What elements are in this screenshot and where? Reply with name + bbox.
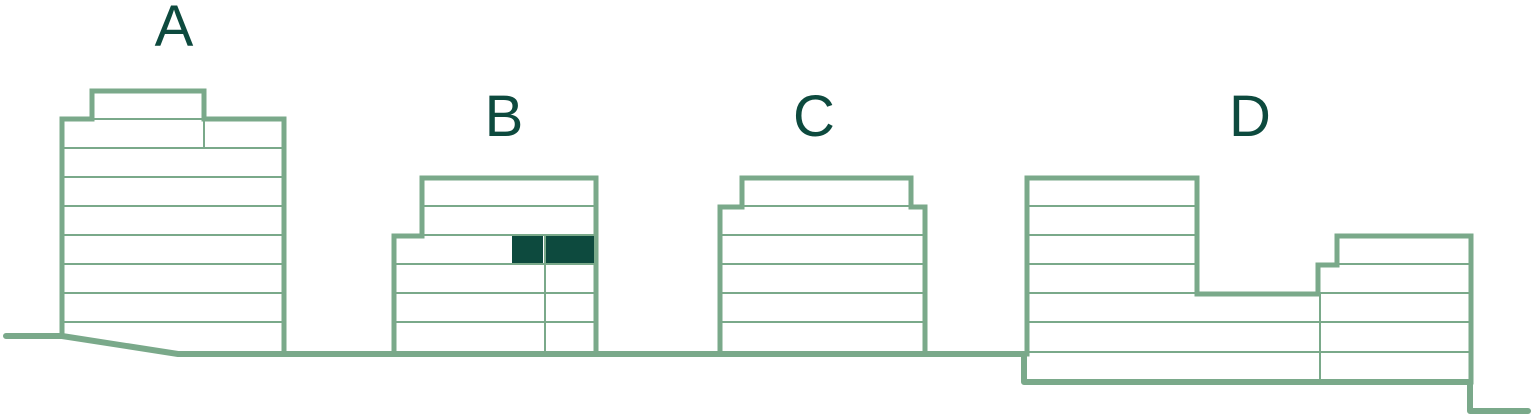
highlighted-unit: [546, 236, 594, 264]
highlighted-unit: [512, 236, 543, 264]
building-d-outline: [1024, 175, 1474, 385]
building-d-label: D: [1229, 84, 1271, 149]
building-a-floors: [64, 118, 282, 323]
building-a-outline: [59, 88, 287, 357]
building-b-outline: [391, 175, 599, 357]
building-c-floors: [722, 205, 923, 323]
building-c-label: C: [793, 84, 835, 149]
ground-line: [3, 333, 1531, 414]
building-a-label: A: [155, 0, 194, 59]
building-a: A: [59, 0, 287, 357]
building-c: C: [717, 84, 928, 357]
building-d: D: [1024, 84, 1474, 385]
building-c-outline: [717, 175, 928, 357]
building-b-label: B: [485, 84, 524, 149]
building-b-floors: [396, 205, 594, 352]
building-d-floors: [1029, 205, 1469, 380]
building-b: B: [391, 84, 599, 357]
